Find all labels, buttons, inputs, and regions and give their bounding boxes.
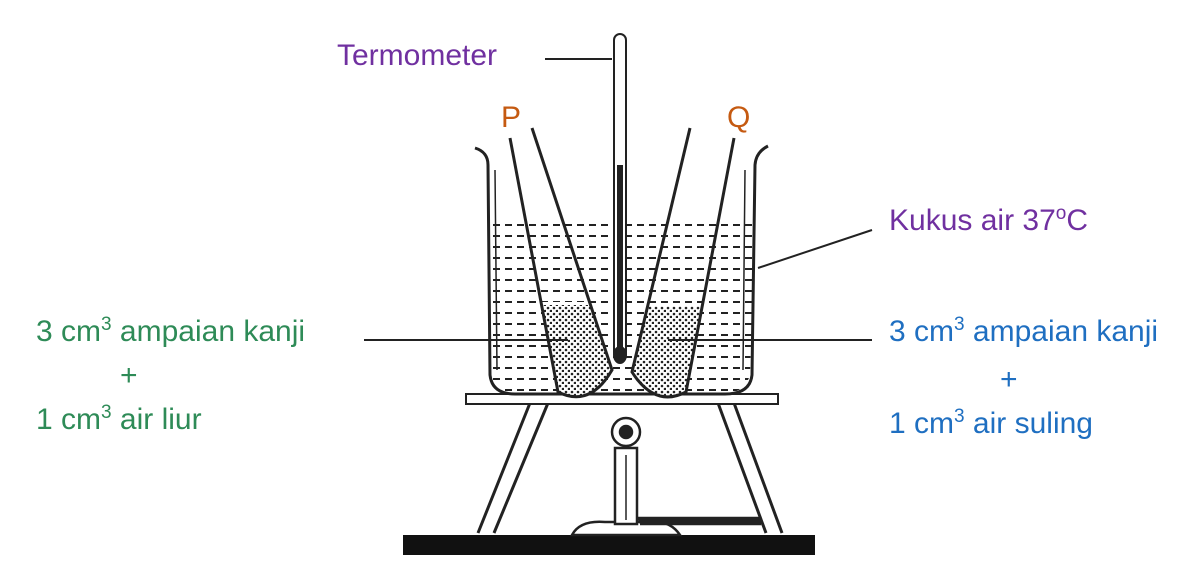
water-bath-leader	[757, 229, 873, 269]
water-bath-label: Kukus air 37oC	[889, 203, 1089, 237]
left-mixture-line1: 3 cm3 ampaian kanji	[36, 314, 306, 348]
bunsen-burner	[569, 416, 762, 537]
left-mixture-line2: 1 cm3 air liur	[36, 402, 202, 436]
tube-q-label: Q	[727, 101, 751, 134]
right-mixture-plus: +	[1000, 363, 1018, 396]
thermometer	[613, 33, 627, 364]
leader-lines	[364, 58, 873, 341]
right-mixture-line2: 1 cm3 air suling	[889, 406, 1093, 440]
left-mixture-plus: +	[120, 359, 138, 392]
beaker	[474, 144, 769, 396]
tripod-stand	[476, 402, 784, 534]
base-plate	[403, 535, 815, 555]
thermometer-label: Termometer	[337, 39, 498, 72]
right-mixture-line1: 3 cm3 ampaian kanji	[889, 314, 1159, 348]
tube-p-label: P	[501, 101, 522, 134]
